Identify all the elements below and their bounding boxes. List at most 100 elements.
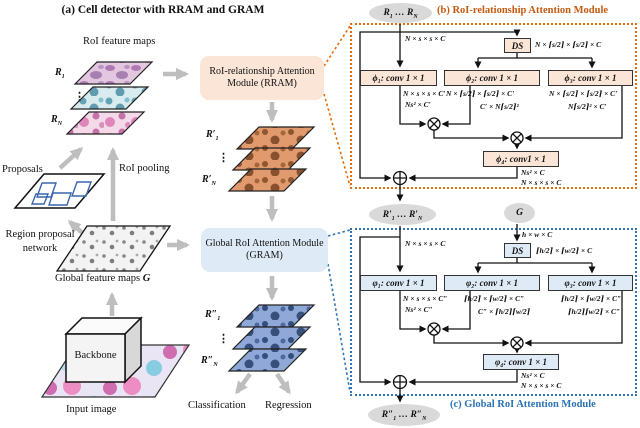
b-phi3-box: ϕ₃: conv 1 × 1	[548, 70, 633, 86]
c-g-ellipse: G	[504, 203, 535, 223]
proposal-boxes	[30, 181, 92, 206]
c-dim-phi2-b: C″ × ⌈h/2⌉⌈w/2⌉	[478, 307, 531, 316]
b-ds-box: DS	[504, 38, 531, 53]
b-phi1-box: ϕ₁: conv 1 × 1	[360, 70, 437, 86]
b-mul1-out	[433, 130, 510, 142]
backbone-label: Backbone	[74, 350, 117, 361]
gray-arrows	[58, 68, 291, 395]
proposals-plane	[13, 173, 106, 209]
c-phi1-out	[399, 291, 427, 333]
b-dim-phi3-a: N × ⌈s/2⌉ × ⌈s/2⌉ × C′	[549, 89, 618, 98]
roi-layer-2	[69, 86, 150, 110]
rram-detail-box	[350, 23, 637, 189]
panel-b-title: (b) RoI-relationship Attention Module	[437, 5, 609, 16]
gram-flare-bottom	[327, 263, 351, 393]
c-ds-split	[478, 258, 592, 264]
c-matmul-1-cross	[429, 324, 439, 334]
b-dim-ds-out: N × ⌈s/2⌉ × ⌈s/2⌉ × C	[535, 40, 602, 49]
rram-flare-bottom	[323, 93, 351, 187]
b-phi2-box: ϕ₂: conv 1 × 1	[444, 70, 540, 86]
c-residual-line	[359, 236, 400, 386]
c-dim-input-left: N × s × s × C	[405, 239, 446, 248]
roi-stack-label-1: R1	[55, 67, 65, 80]
roi-feature-map-stack	[65, 61, 154, 135]
c-phi2-out	[441, 291, 471, 333]
backbone-cube	[64, 316, 143, 384]
gram-flare-top	[327, 229, 351, 237]
c-mul1-out	[433, 335, 510, 347]
c-dim-phi3-b: ⌈h/2⌉⌈w/2⌉ × C″	[568, 307, 621, 316]
arrow-to-regression	[275, 372, 291, 395]
b-dim-phi4-a: Ns² × C	[521, 168, 545, 177]
c-dim-phi2-a: ⌈h/2⌉ × ⌈w/2⌉ × C″	[464, 294, 525, 303]
b-input-ellipse: R1 … RN	[369, 3, 432, 23]
roi-layer-1	[73, 61, 154, 85]
roi-feature-maps-label: RoI feature maps	[83, 36, 156, 47]
c-output-ellipse: R″1 … R″N	[368, 404, 440, 426]
rprime-layer-n	[227, 168, 308, 192]
c-phi2-box: φ₂: conv 1 × 1	[444, 275, 540, 291]
arrow-proposals-to-roi	[58, 146, 84, 170]
b-phi1-out	[399, 86, 427, 128]
panel-c-title: (c) Global RoI Attention Module	[450, 399, 596, 410]
rdprime-stack	[227, 304, 316, 372]
c-dim-ds-out: ⌈h/2⌉ × ⌈w/2⌉ × C	[536, 246, 593, 255]
gram-circuit	[359, 224, 623, 403]
c-input-ellipse: R′1 … R′N	[369, 204, 436, 225]
b-phi2-out	[441, 86, 471, 128]
b-dim-phi2-a: N × ⌈s/2⌉ × ⌈s/2⌉ × C′	[446, 89, 515, 98]
b-to-ds	[400, 29, 521, 37]
b-dim-phi1-a: N × s × s × C′	[403, 89, 446, 98]
backbone-cube-front	[65, 333, 126, 383]
b-dim-phi1-b: Ns² × C′	[405, 100, 431, 109]
global-feature-map-plane	[55, 225, 172, 272]
b-phi4-out	[408, 167, 518, 182]
rprime-stack-label-1: R′1	[206, 129, 219, 142]
rram-circuit	[359, 24, 623, 202]
roi-stack-dots: ⋮	[74, 91, 85, 103]
b-phi3-out	[524, 86, 623, 142]
gram-module-box: Global RoI Attention Module (GRAM)	[201, 228, 328, 272]
b-add-plus	[393, 171, 407, 185]
b-dim-phi4-b: N × s × s × C	[521, 178, 562, 187]
proposal-box-4	[71, 181, 92, 197]
roi-stack-label-n: RN	[51, 114, 63, 127]
rdprime-stack-label-1: R″1	[205, 309, 221, 322]
global-feature-maps-label: Global feature maps G	[55, 273, 151, 284]
rram-module-box: RoI-relationship Attention Module (RRAM)	[200, 56, 324, 100]
c-phi4-box: φ₄: conv 1 × 1	[483, 354, 559, 370]
rpn-label: Region proposal network	[5, 229, 75, 254]
regression-label: Regression	[265, 400, 312, 411]
rprime-stack-dots: ⋮	[218, 152, 229, 164]
proposals-label: Proposals	[2, 164, 43, 175]
rprime-layer-1	[235, 126, 316, 150]
rram-flare-top	[323, 25, 351, 67]
rprime-stack-label-n: R′N	[202, 174, 216, 187]
panel-a-title: (a) Cell detector with RRAM and GRAM	[61, 4, 265, 16]
input-image-label: Input image	[66, 404, 117, 415]
b-ds-split	[478, 53, 592, 59]
c-phi3-box: φ₃: conv 1 × 1	[548, 275, 633, 291]
c-matmul-2-cross	[512, 338, 522, 348]
c-phi3-out	[524, 291, 623, 347]
c-phi1-box: φ₁: conv 1 × 1	[360, 275, 437, 291]
b-dim-input: N × s × s × C	[405, 34, 446, 43]
c-dim-phi1-a: N × s × s × C″	[403, 294, 448, 303]
rdprime-stack-label-n: R″N	[201, 355, 218, 368]
proposal-box-2	[30, 193, 50, 205]
flare-connectors	[323, 25, 351, 393]
c-phi4-out	[408, 370, 518, 386]
rprime-stack	[227, 126, 316, 192]
b-matmul-2-cross	[512, 133, 522, 143]
proposal-box-3	[48, 192, 72, 206]
roi-layer-n	[65, 111, 146, 135]
rdprime-layer-1	[235, 304, 316, 328]
rdprime-layer-n	[227, 348, 308, 372]
rdprime-stack-dots: ⋮	[218, 333, 229, 345]
c-ds-box: DS	[504, 243, 531, 258]
b-phi4-box: ϕ₄: conv1 × 1	[483, 151, 559, 167]
c-dim-input-right: h × w × C	[522, 230, 553, 239]
rprime-layer-2	[231, 147, 312, 171]
